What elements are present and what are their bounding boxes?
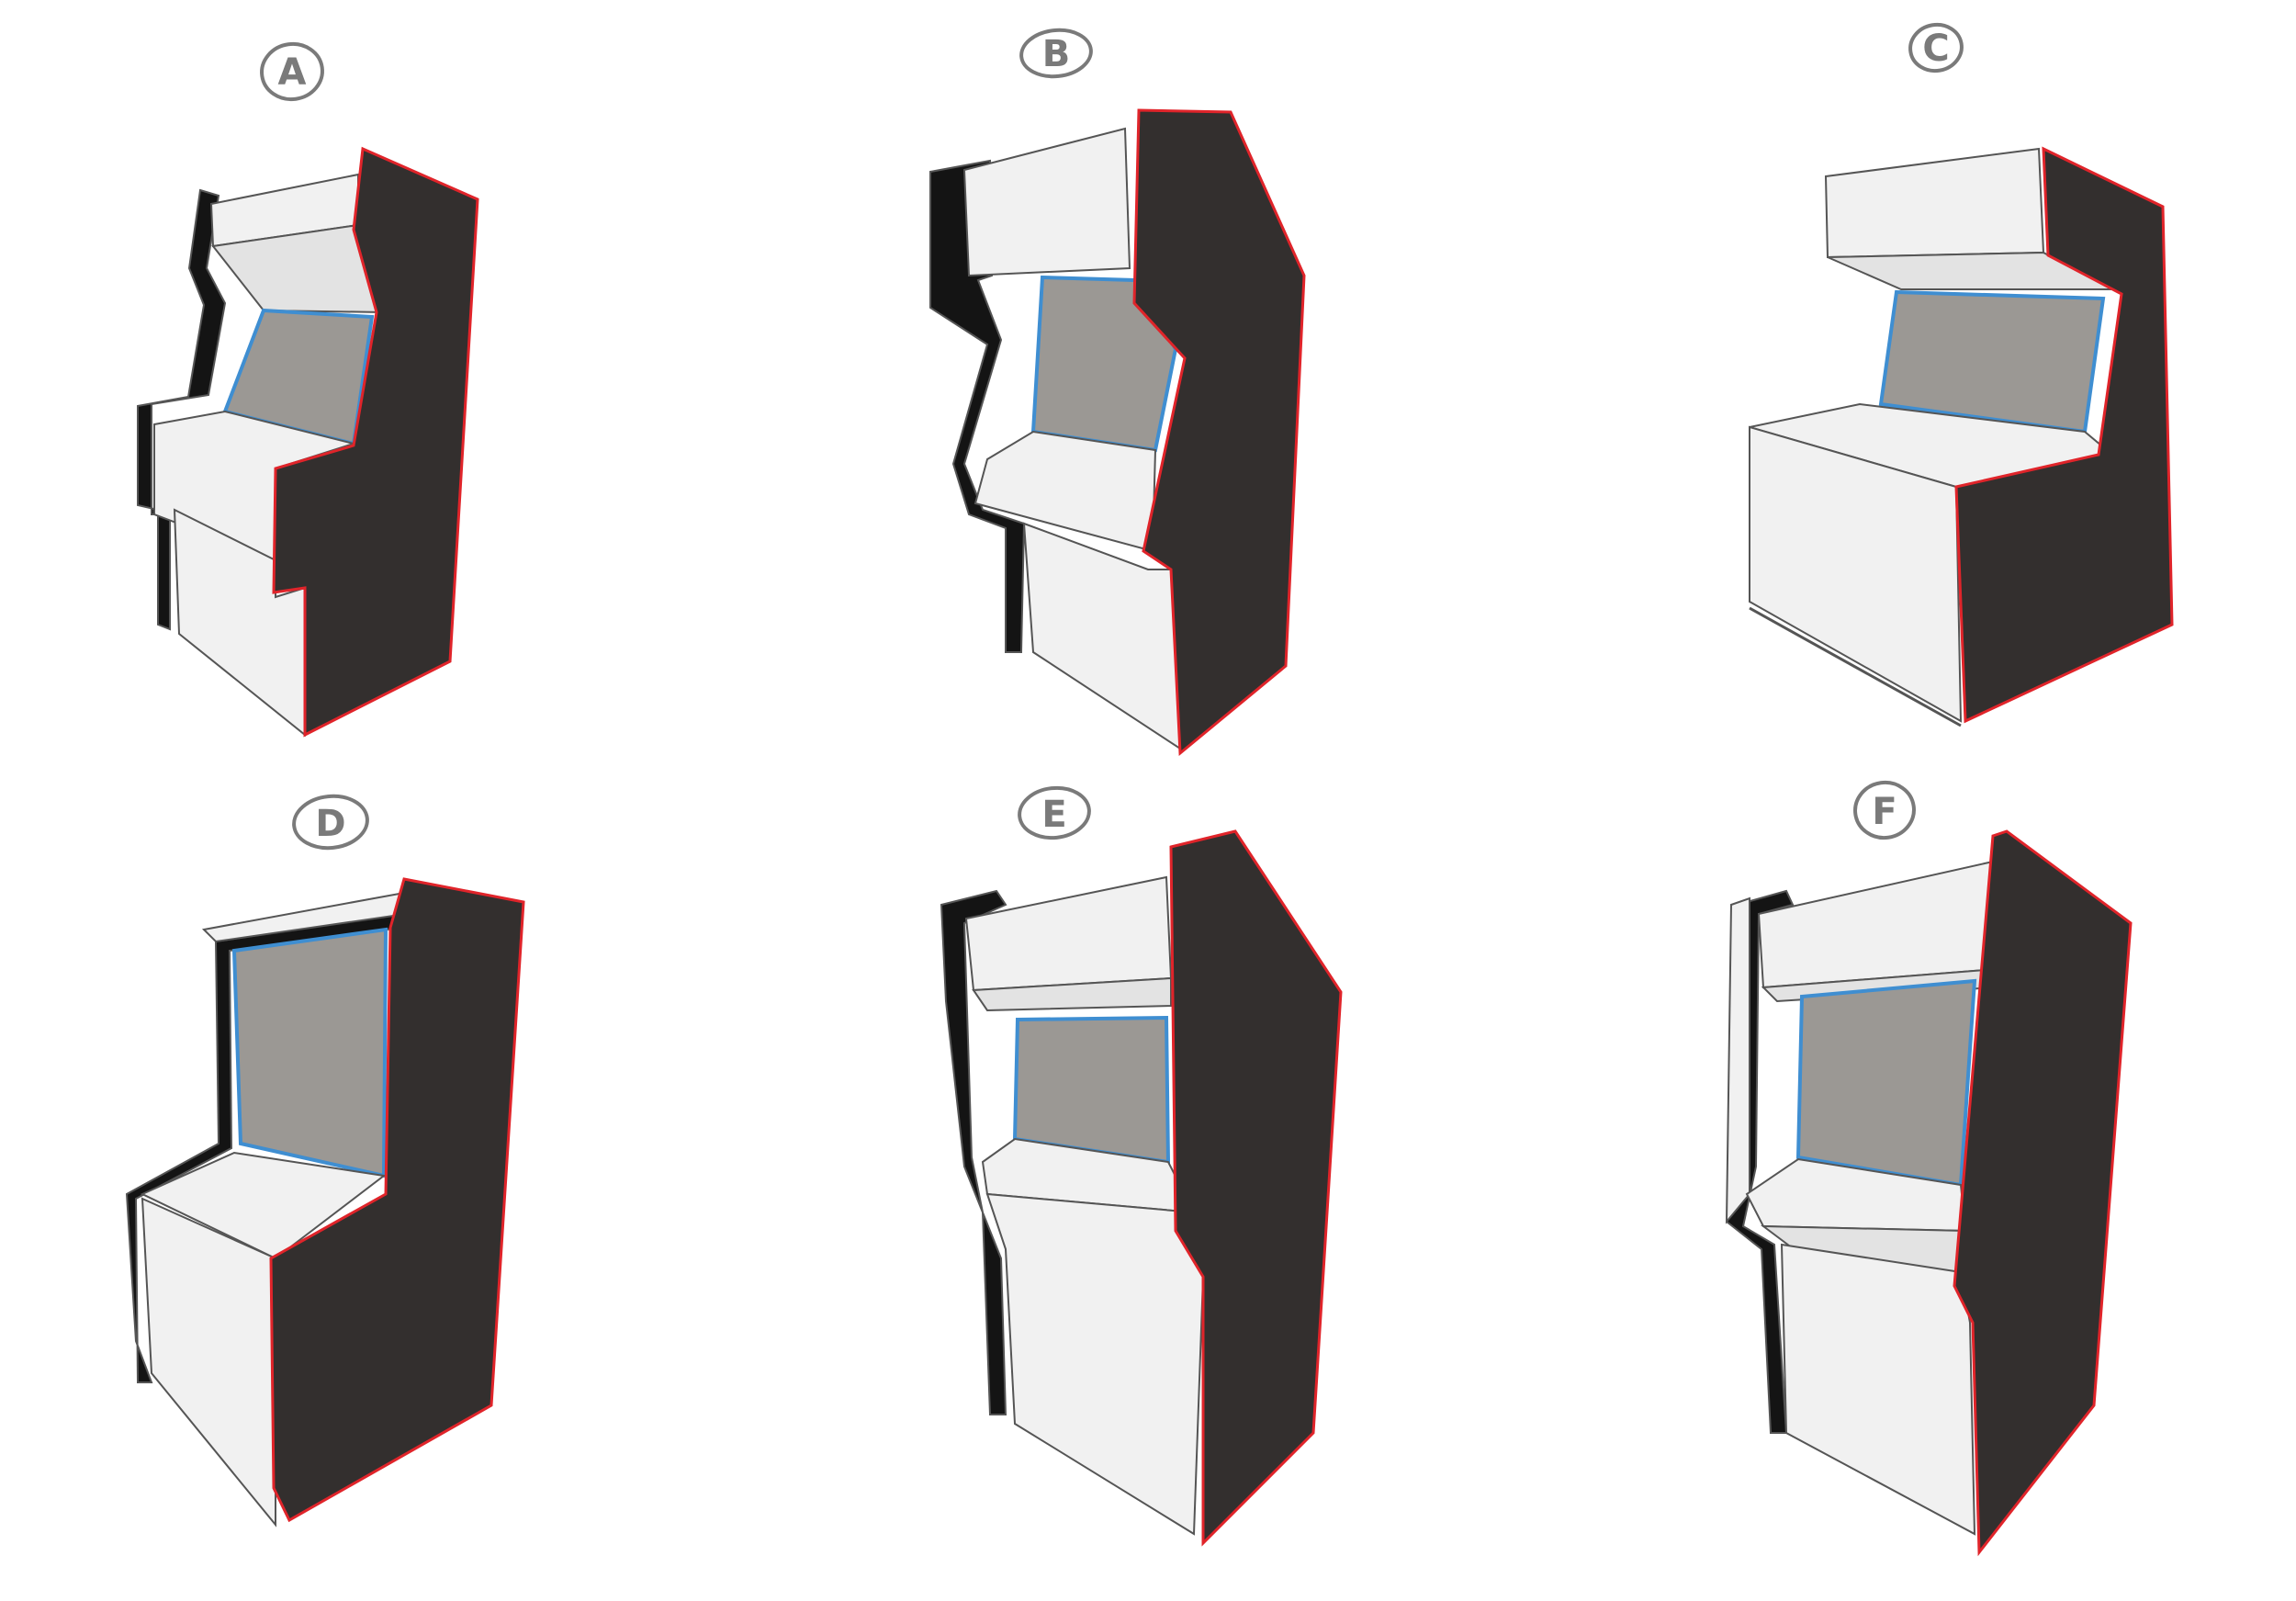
marquee-box: [1824, 147, 2045, 259]
back-panel-edge: [137, 188, 227, 631]
concept-label-d: D: [292, 794, 369, 851]
arcade-cabinet-c: [1749, 146, 2174, 727]
concept-d: D: [125, 794, 525, 1528]
concept-b: B: [929, 28, 1306, 757]
concept-label-text: C: [1922, 28, 1949, 70]
back-panel-edge: [940, 889, 1007, 1415]
concept-label-f: F: [1853, 780, 1916, 840]
screen: [1030, 275, 1178, 453]
screen: [1795, 978, 1977, 1188]
screen: [1012, 1015, 1171, 1165]
side-panel: [1169, 829, 1343, 1547]
concept-label-text: F: [1872, 791, 1896, 833]
screen: [231, 927, 388, 1178]
concept-label-c: C: [1908, 22, 1964, 73]
top-frame: [1725, 896, 1750, 1224]
arcade-cabinet-e: [940, 829, 1343, 1547]
arcade-cabinet-b: [929, 108, 1306, 757]
concept-label-e: E: [1018, 785, 1091, 840]
front-body: [1749, 425, 1963, 723]
side-panel: [1953, 829, 2133, 1557]
concept-label-a: A: [260, 41, 324, 102]
concept-e: E: [940, 785, 1343, 1547]
concept-a: A: [137, 41, 479, 738]
concept-label-text: E: [1041, 794, 1066, 836]
control-top: [140, 1151, 387, 1260]
front-body: [141, 1197, 276, 1528]
arcade-cabinet-f: [1725, 829, 2133, 1557]
marquee-box: [962, 127, 1131, 277]
side-panel: [272, 146, 479, 738]
baseboard-edge: [1749, 606, 1962, 727]
back-panel-edge: [929, 159, 1026, 653]
concept-label-text: A: [278, 51, 307, 94]
concept-f: F: [1725, 780, 2133, 1557]
side-panel: [1954, 146, 2174, 724]
concept-label-text: D: [315, 803, 345, 845]
marquee-box: [1757, 860, 1999, 989]
control-panel: [974, 430, 1157, 553]
lower-front: [1780, 1243, 1976, 1536]
side-panel: [269, 877, 525, 1523]
arcade-cabinet-a: [137, 146, 479, 738]
screen-hood: [972, 976, 1172, 1012]
arcade-cabinet-d: [125, 877, 525, 1528]
lower-front: [985, 1192, 1205, 1536]
side-panel: [1132, 108, 1306, 757]
concept-c: C: [1749, 22, 2174, 727]
concept-label-text: B: [1042, 33, 1071, 75]
concept-label-b: B: [1019, 28, 1093, 79]
